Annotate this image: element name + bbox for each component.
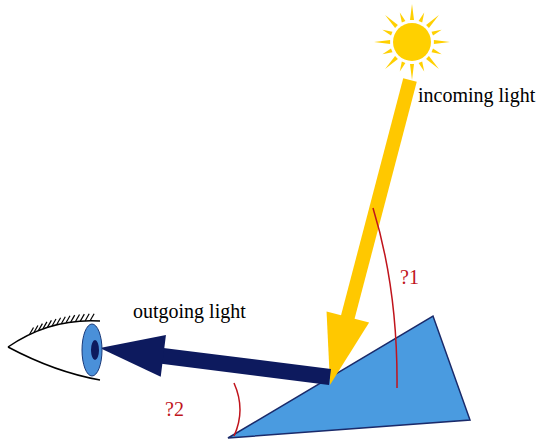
angle-arc bbox=[373, 208, 397, 388]
outgoing-shaft bbox=[155, 347, 331, 385]
arrow-label: incoming light bbox=[418, 84, 535, 106]
sun-ray bbox=[400, 12, 406, 22]
eyelash bbox=[43, 322, 47, 329]
sun-ray bbox=[410, 64, 414, 80]
incoming-arrow bbox=[309, 74, 431, 390]
sun-ray bbox=[382, 49, 392, 55]
sun-ray bbox=[432, 30, 442, 36]
iris bbox=[82, 324, 102, 376]
eyelash bbox=[61, 317, 65, 324]
angle-label: ?2 bbox=[165, 398, 184, 420]
sun-ray bbox=[385, 56, 398, 69]
eyelash bbox=[57, 318, 61, 325]
eyelash bbox=[71, 315, 75, 322]
sun-ray bbox=[434, 40, 450, 44]
eyelash bbox=[38, 324, 42, 331]
sun-ray bbox=[374, 40, 390, 44]
eyelash bbox=[76, 315, 80, 322]
eyelash bbox=[52, 319, 56, 326]
eyelash bbox=[80, 314, 84, 321]
eyelash bbox=[30, 328, 34, 335]
eyelash bbox=[66, 316, 70, 323]
eyelash bbox=[90, 314, 94, 321]
eyelash bbox=[85, 314, 89, 321]
sun-ray bbox=[432, 49, 442, 55]
eye-symbol bbox=[8, 314, 102, 380]
sun-ray bbox=[410, 4, 414, 20]
sun-ray bbox=[385, 15, 398, 28]
sun-ray bbox=[426, 15, 439, 28]
arrow-label: outgoing light bbox=[133, 300, 246, 322]
sun-ray bbox=[400, 62, 406, 72]
sun-ray bbox=[382, 30, 392, 36]
angle-arc bbox=[234, 383, 240, 436]
outgoing-head bbox=[97, 327, 166, 377]
angle-label: ?1 bbox=[400, 266, 419, 288]
outgoing-arrow bbox=[97, 327, 332, 398]
pupil bbox=[91, 340, 99, 360]
sun-symbol bbox=[374, 4, 450, 80]
sun-ray bbox=[419, 62, 425, 72]
sun-disc bbox=[393, 23, 431, 61]
eyelash bbox=[47, 320, 51, 327]
sun-ray bbox=[419, 12, 425, 22]
eyelash bbox=[34, 326, 38, 333]
sun-ray bbox=[426, 56, 439, 69]
eyelashes bbox=[30, 314, 95, 335]
